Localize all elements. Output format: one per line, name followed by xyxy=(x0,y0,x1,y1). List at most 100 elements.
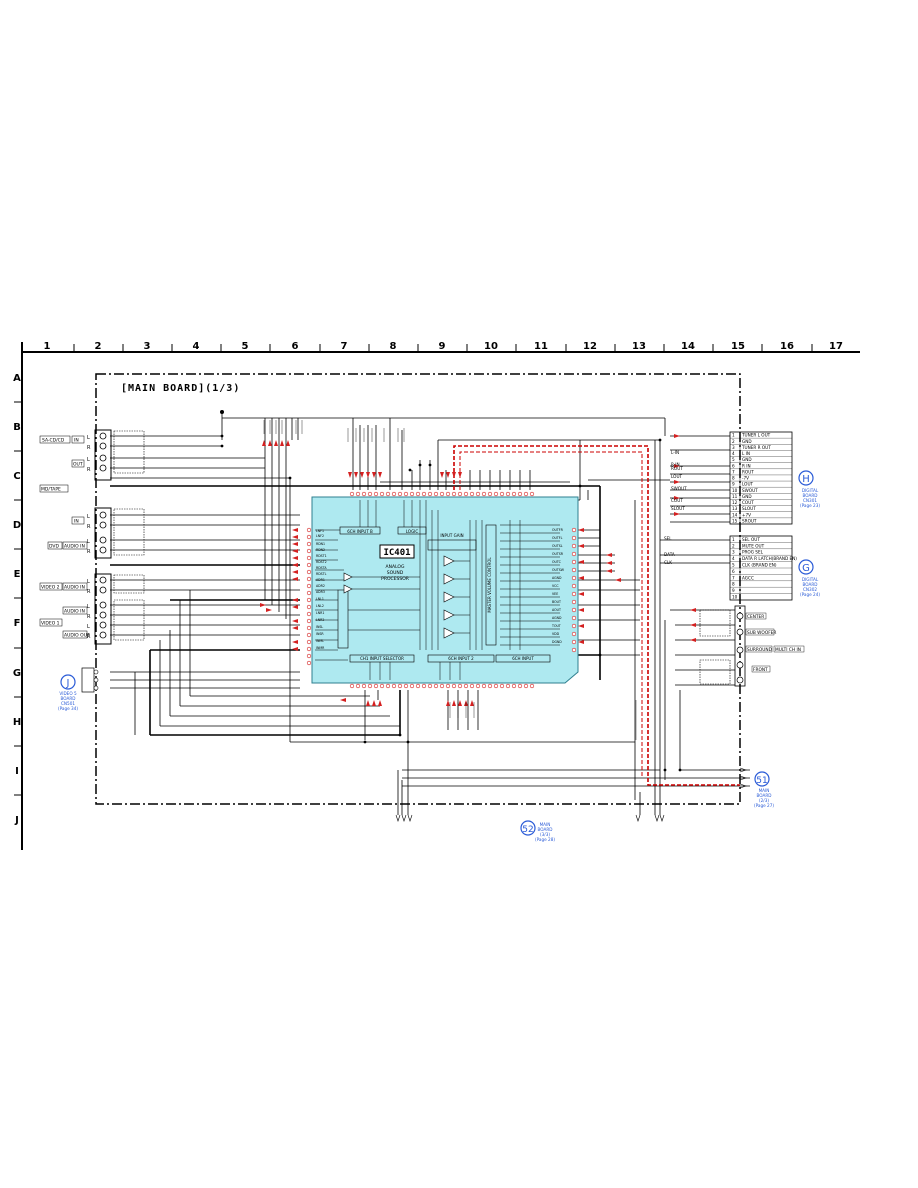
row-label: I xyxy=(15,766,19,777)
badge-g-caption: (Page 24) xyxy=(800,592,820,597)
jack-label: VIDEO 1 xyxy=(41,621,60,627)
svg-text:INSL: INSL xyxy=(316,625,323,629)
svg-text:LNR1: LNR1 xyxy=(316,611,324,615)
row-label: H xyxy=(13,717,21,728)
svg-text:VDD: VDD xyxy=(552,632,560,636)
connector-g-pin-number: 3 xyxy=(732,550,735,555)
connector-h-pin-label: SROUT xyxy=(742,519,757,524)
jack-terminal xyxy=(736,661,744,669)
right-jack-label: SUB WOOFER xyxy=(747,630,776,636)
ic-block xyxy=(349,654,415,663)
svg-text:L: L xyxy=(87,624,90,630)
jack-label: MD/TAPE xyxy=(41,487,61,493)
opamp-symbol xyxy=(343,572,353,582)
connector-h-pin-number: 10 xyxy=(732,488,738,493)
row-label: G xyxy=(13,668,21,679)
badge-g-caption: DIGITAL xyxy=(802,577,819,582)
jack-frame xyxy=(94,573,112,645)
jack-terminal xyxy=(736,628,744,636)
badge-51: 51 MAIN BOARD (2/3) (Page 27) xyxy=(739,767,774,808)
jack-label: AUDIO IN xyxy=(64,609,85,615)
jack-label: AUDIO IN xyxy=(64,544,85,550)
connector-g-pin-number: 8 xyxy=(732,582,735,587)
signal-label: LOUT xyxy=(671,474,683,479)
ic-block xyxy=(337,589,349,649)
svg-text:BOUT: BOUT xyxy=(552,600,561,604)
signal-label: SLOUT xyxy=(671,506,685,511)
connector-g-pin-number: 4 xyxy=(732,556,735,561)
badge-51-caption: (2/3) xyxy=(759,798,769,803)
jack-terminal xyxy=(736,646,744,654)
signal-label: L-IN xyxy=(671,450,679,455)
connector-h-pin-label: TUNER L OUT xyxy=(741,433,771,438)
ic-block-label: INPUT GAIN xyxy=(440,533,463,538)
junction-dots xyxy=(220,434,682,772)
svg-text:R: R xyxy=(87,549,91,555)
row-label: D xyxy=(13,520,21,531)
svg-text:OUTSR: OUTSR xyxy=(552,552,564,556)
svg-text:LNF2: LNF2 xyxy=(316,534,324,538)
col-label: 12 xyxy=(583,341,597,352)
connector-h-pin-number: 6 xyxy=(732,463,735,468)
left-jack-block: LR LR LR LR LR LR LR SA-CD/CD IN OUT MD/… xyxy=(39,429,145,645)
jack-terminal xyxy=(99,464,107,472)
jack-terminal xyxy=(736,612,744,620)
col-label: 15 xyxy=(731,341,745,352)
col-label: 8 xyxy=(390,341,397,352)
svg-text:DGND: DGND xyxy=(552,640,562,644)
thick-wires xyxy=(110,485,601,736)
jack-terminal xyxy=(99,576,107,584)
svg-text:R: R xyxy=(87,589,91,595)
ic-label: IC401 xyxy=(383,548,410,558)
svg-text:VEE: VEE xyxy=(552,592,558,596)
col-label: 17 xyxy=(829,341,843,352)
ic-description-line: SOUND xyxy=(387,570,404,576)
ic-block xyxy=(495,654,551,663)
jack-label: IN xyxy=(74,438,79,444)
badge-51-circle xyxy=(754,771,770,787)
badge-52-caption: BOARD xyxy=(537,827,552,832)
signal-label: ROUT xyxy=(671,466,683,471)
svg-text:RDSTA: RDSTA xyxy=(316,566,327,570)
svg-text:ADR2: ADR2 xyxy=(316,584,325,588)
badge-j: J VIDEO 5 BOARD CN501 (Page 34) xyxy=(58,667,99,711)
connector-g-pin-number: 7 xyxy=(732,575,735,580)
svg-text:OUTSL: OUTSL xyxy=(552,544,563,548)
svg-text:L: L xyxy=(87,539,90,545)
badge-j-circle xyxy=(60,674,76,690)
signal-label: R-IN xyxy=(671,462,680,467)
connector-h-pin-number: 3 xyxy=(732,445,735,450)
connector-h-pin-number: 1 xyxy=(732,433,735,438)
jack-label: DVD xyxy=(49,544,59,550)
svg-text:LNL2: LNL2 xyxy=(316,604,324,608)
svg-text:L: L xyxy=(87,604,90,610)
connector-g-pin-number: 5 xyxy=(732,563,735,568)
svg-text:LNF1: LNF1 xyxy=(316,529,324,533)
badge-51-caption: (Page 27) xyxy=(754,803,774,808)
right-jack-label: CENTER xyxy=(747,614,764,620)
svg-text:LNL1: LNL1 xyxy=(316,597,324,601)
svg-text:AOUT: AOUT xyxy=(552,608,561,612)
svg-text:L: L xyxy=(87,514,90,520)
opamp-symbol xyxy=(443,627,455,639)
jack-terminal xyxy=(736,676,744,684)
row-label: B xyxy=(13,422,21,433)
jack-frame xyxy=(94,507,112,559)
jack-label: VIDEO 2 xyxy=(41,585,60,591)
badge-h-caption: (Page 23) xyxy=(800,503,820,508)
jack-label: SA-CD/CD xyxy=(42,438,65,444)
badge-g-caption: BOARD xyxy=(802,582,817,587)
svg-text:LNR2: LNR2 xyxy=(316,618,324,622)
opamp-symbol xyxy=(443,573,455,585)
svg-text:RDN2: RDN2 xyxy=(316,548,325,552)
connector-h-pin-number: 4 xyxy=(732,451,735,456)
signal-label: CLK xyxy=(664,560,672,565)
svg-text:L: L xyxy=(87,579,90,585)
connector-h-pin-label: R IN xyxy=(742,463,751,468)
badge-h-caption: DIGITAL xyxy=(802,488,819,493)
svg-text:R: R xyxy=(87,634,91,640)
jack-frame xyxy=(94,429,112,481)
